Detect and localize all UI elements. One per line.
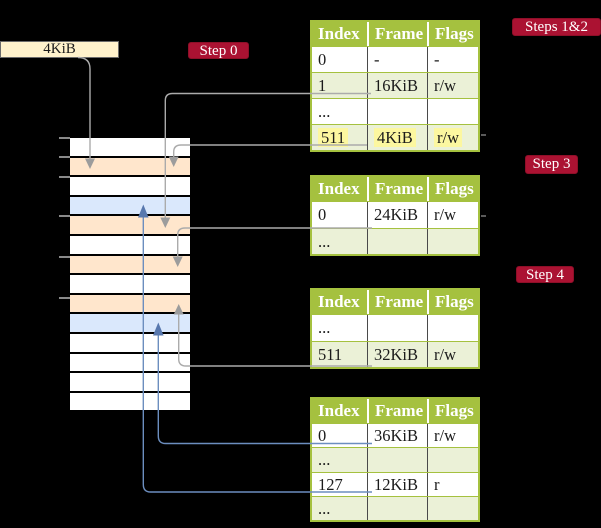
cell-flags: r/w xyxy=(427,125,478,150)
column-header-index: Index xyxy=(318,292,360,311)
memory-frame-52kib xyxy=(70,392,190,411)
cell-flags: r/w xyxy=(427,73,478,98)
cell-flags xyxy=(427,448,478,472)
connector-stub-level3-row0 xyxy=(481,215,486,217)
cell-flags xyxy=(427,228,478,254)
memory-frame-28kib xyxy=(70,275,190,293)
cell-flags: r/w xyxy=(427,341,478,367)
badge-step-4: Step 4 xyxy=(516,266,574,283)
cell-flags: - xyxy=(427,47,478,72)
cell-flags: r xyxy=(427,472,478,496)
column-header-flags: Flags xyxy=(427,290,478,314)
table-header-row: Index Frame Flags xyxy=(312,22,478,46)
table-row-highlighted: 511 4KiB r/w xyxy=(312,124,478,150)
column-header-frame: Frame xyxy=(367,22,427,46)
memory-tick xyxy=(59,255,70,258)
cell-frame xyxy=(367,496,427,521)
memory-tick xyxy=(59,175,70,178)
cell-frame: 12KiB xyxy=(367,472,427,496)
column-header-frame: Frame xyxy=(367,399,427,423)
column-header-index: Index xyxy=(318,179,360,198)
table-row: 127 12KiB r xyxy=(312,471,478,496)
cell-frame: 24KiB xyxy=(367,202,427,228)
table-header-row: Index Frame Flags xyxy=(312,399,478,423)
column-header-flags: Flags xyxy=(427,22,478,46)
column-header-flags: Flags xyxy=(427,177,478,201)
cell-flags xyxy=(427,99,478,124)
connector-stub-level4-row511 xyxy=(481,134,486,136)
badge-steps-1-2: Steps 1&2 xyxy=(512,18,601,36)
cell-frame: 32KiB xyxy=(367,341,427,367)
column-header-flags: Flags xyxy=(427,399,478,423)
page-table-level4: Index Frame Flags 0 - - 1 16KiB r/w ... … xyxy=(310,20,480,152)
memory-frame-16kib xyxy=(70,216,190,234)
column-header-frame: Frame xyxy=(367,177,427,201)
table-header-row: Index Frame Flags xyxy=(312,290,478,314)
cell-flags: r/w xyxy=(427,202,478,228)
table-row: ... xyxy=(312,98,478,124)
cell-frame: 16KiB xyxy=(367,73,427,98)
badge-step-0: Step 0 xyxy=(188,42,249,59)
cell-index: 0 xyxy=(318,50,327,69)
memory-frame-0kib xyxy=(70,138,190,156)
table-row: 0 - - xyxy=(312,46,478,72)
cell-index: ... xyxy=(318,450,331,470)
cell-frame: - xyxy=(367,47,427,72)
cell-frame: 36KiB xyxy=(367,424,427,448)
page-table-level2: Index Frame Flags ... 511 32KiB r/w xyxy=(310,288,480,369)
badge-step-3: Step 3 xyxy=(525,155,578,174)
table-row: ... xyxy=(312,314,478,341)
table-row: 0 24KiB r/w xyxy=(312,201,478,228)
memory-frame-40kib xyxy=(70,333,190,352)
highlight: 511 xyxy=(318,128,349,147)
cell-index: ... xyxy=(318,231,331,251)
cell-frame xyxy=(367,315,427,341)
table-header-row: Index Frame Flags xyxy=(312,177,478,201)
page-table-level3: Index Frame Flags 0 24KiB r/w ... xyxy=(310,175,480,256)
memory-frame-44kib xyxy=(70,353,190,372)
memory-frame-12kib xyxy=(70,196,190,215)
table-row: ... xyxy=(312,227,478,254)
memory-tick xyxy=(59,215,70,217)
table-row: ... xyxy=(312,447,478,472)
memory-frame-48kib xyxy=(70,373,190,391)
table-row: 1 16KiB r/w xyxy=(312,72,478,98)
table-row: 0 36KiB r/w xyxy=(312,423,478,448)
cell-index: ... xyxy=(318,318,331,337)
cell-frame xyxy=(367,228,427,254)
memory-tick xyxy=(59,156,70,158)
memory-frame-20kib xyxy=(70,235,190,254)
highlight: 4KiB xyxy=(374,128,416,147)
highlight: r/w xyxy=(434,128,462,147)
physical-memory-column xyxy=(70,138,190,414)
cell-flags: r/w xyxy=(427,424,478,448)
memory-frame-36kib xyxy=(70,314,190,332)
page-table-level1: Index Frame Flags 0 36KiB r/w ... 127 12… xyxy=(310,397,480,523)
cell-flags xyxy=(427,315,478,341)
cell-index: ... xyxy=(318,498,331,518)
frame-size-box: 4KiB xyxy=(0,41,119,58)
table-row: 511 32KiB r/w xyxy=(312,340,478,367)
column-header-index: Index xyxy=(318,401,360,420)
cell-index: 511 xyxy=(312,125,367,150)
memory-frame-4kib xyxy=(70,157,190,176)
cell-flags xyxy=(427,496,478,521)
cell-index: 127 xyxy=(318,474,343,494)
memory-tick xyxy=(59,136,70,139)
cell-index: 0 xyxy=(318,205,327,224)
cell-frame xyxy=(367,99,427,124)
cell-frame: 4KiB xyxy=(367,125,427,150)
cell-index: 511 xyxy=(318,344,343,364)
table-row: ... xyxy=(312,495,478,521)
column-header-frame: Frame xyxy=(367,290,427,314)
cell-index: ... xyxy=(318,102,331,121)
cell-frame xyxy=(367,448,427,472)
column-header-index: Index xyxy=(318,24,360,43)
memory-frame-32kib xyxy=(70,294,190,313)
cell-index: 0 xyxy=(318,426,327,445)
cell-index: 1 xyxy=(318,76,327,95)
memory-frame-24kib xyxy=(70,255,190,274)
memory-frame-8kib xyxy=(70,177,190,195)
memory-tick xyxy=(59,296,70,299)
